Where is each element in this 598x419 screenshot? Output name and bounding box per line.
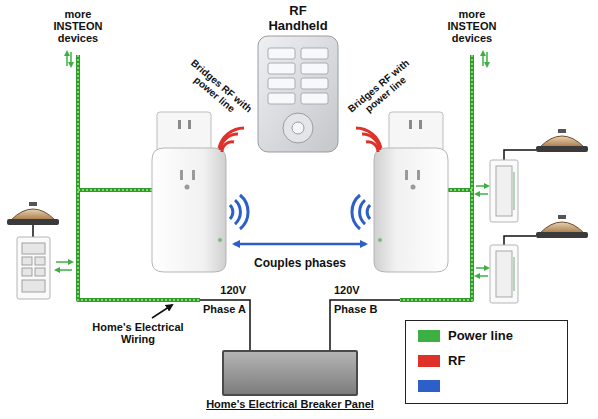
voltage-label: 120V bbox=[334, 284, 374, 296]
phase-label: Phase A bbox=[194, 303, 246, 315]
phase-label: Phase B bbox=[334, 303, 392, 315]
wiring-label: Home's Electrical Wiring bbox=[92, 321, 184, 345]
remote-node: RF Handheld bbox=[250, 4, 346, 154]
legend-text: Power line bbox=[448, 328, 513, 344]
device-note: more INSTEON devices bbox=[48, 8, 108, 44]
breaker-panel-node: Home's Electrical Breaker Panel bbox=[175, 346, 405, 416]
device-note: more INSTEON devices bbox=[442, 8, 502, 44]
legend-swatch bbox=[418, 330, 440, 342]
voltage-label: 120V bbox=[206, 284, 246, 296]
coupling-note: Couples phases bbox=[240, 257, 360, 270]
breaker-panel-box bbox=[222, 350, 358, 396]
node-title: RF Handheld bbox=[265, 4, 331, 34]
legend-text: RF bbox=[448, 353, 465, 369]
node-title: Home's Electrical Breaker Panel bbox=[175, 398, 405, 411]
legend-swatch bbox=[418, 355, 440, 367]
